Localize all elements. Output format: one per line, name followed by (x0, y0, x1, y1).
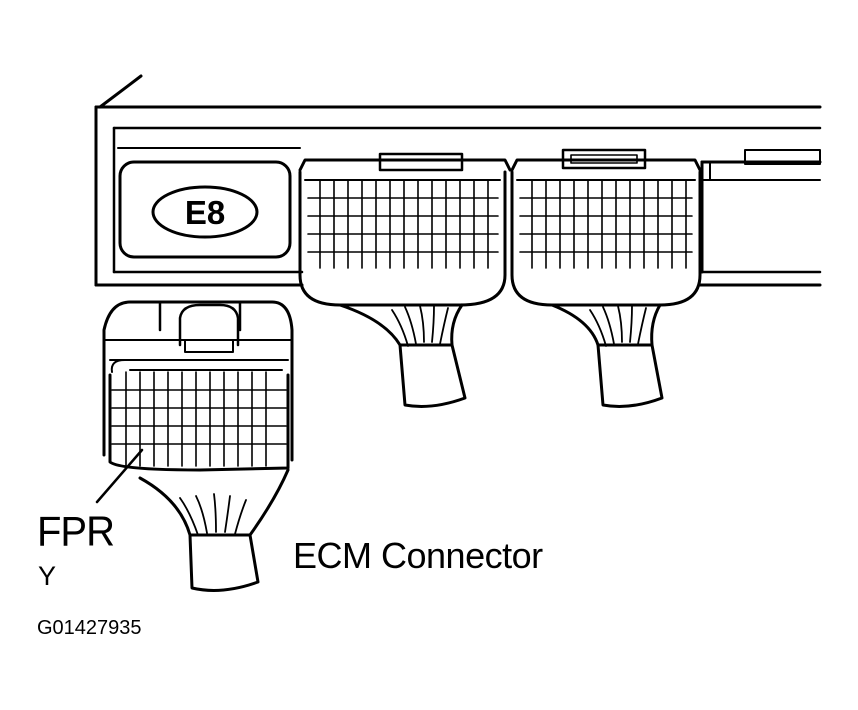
terminal-name-label: FPR (37, 508, 115, 556)
wire-color-label: Y (38, 561, 57, 591)
figure-code: G01427935 (37, 617, 142, 639)
e8-label-plate (118, 160, 292, 259)
connector-b (510, 148, 702, 408)
diagram-title: ECM Connector (293, 535, 543, 576)
connector-housing-right-edge (700, 149, 822, 274)
ecm-housing (94, 74, 822, 287)
connector-a (298, 152, 512, 408)
fpr-leader-line (95, 448, 144, 504)
harness-plug (102, 300, 294, 592)
connector-id-label: E8 (184, 194, 226, 231)
